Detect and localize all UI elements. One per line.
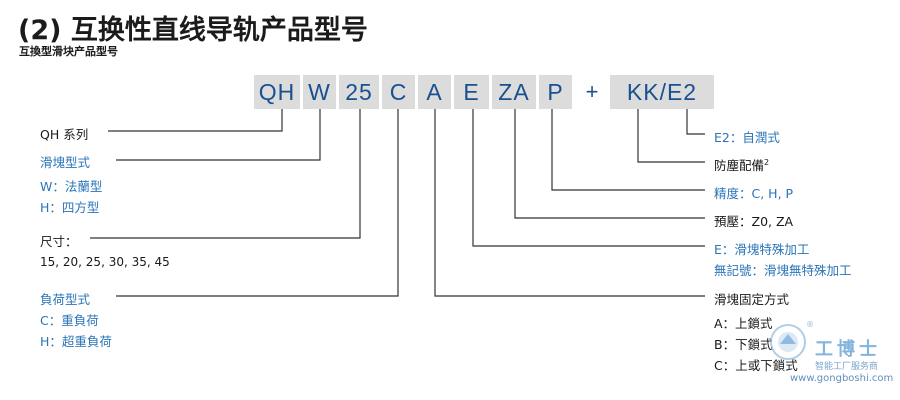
label-block-type-w: W：法蘭型: [40, 179, 103, 194]
label-block-type-h: H：四方型: [40, 200, 100, 215]
watermark-name: 工博士: [815, 339, 881, 360]
label-fixing-b: B：下鎖式: [714, 337, 773, 352]
line-load-type: [116, 109, 399, 297]
label-load-h: H：超重負荷: [40, 334, 112, 349]
line-series: [108, 109, 283, 132]
watermark-reg: ®: [806, 320, 814, 329]
label-e2: E2：自潤式: [714, 130, 780, 145]
label-e-special: E：滑塊特殊加工: [714, 242, 810, 257]
code-fixing: A: [418, 75, 451, 109]
label-block-type: 滑塊型式: [40, 155, 91, 170]
watermark-url: www.gongboshi.com: [790, 373, 894, 384]
line-precision: [551, 109, 705, 191]
label-dust-note: 2: [764, 157, 770, 167]
label-preload: 預壓：Z0, ZA: [714, 214, 794, 229]
label-load-c: C：重負荷: [40, 313, 99, 328]
code-load-type: C: [382, 75, 415, 109]
code-accessory: KK/E2: [610, 75, 714, 109]
code-size: 25: [339, 75, 379, 109]
label-fixing-c: C：上或下鎖式: [714, 358, 798, 373]
code-block-type: W: [303, 75, 336, 109]
label-fixing: 滑塊固定方式: [714, 292, 790, 307]
label-dust-text: 防塵配備: [714, 158, 765, 173]
code-special: E: [454, 75, 489, 109]
line-preload: [514, 109, 705, 219]
code-precision: P: [539, 75, 572, 109]
code-preload: ZA: [492, 75, 536, 109]
label-no-mark: 無記號：滑塊無特殊加工: [714, 263, 852, 278]
label-dust: 防塵配備2: [714, 155, 769, 174]
line-e2: [686, 109, 705, 135]
label-series: QH 系列: [40, 127, 89, 142]
line-fixing: [434, 109, 705, 297]
page-title: (2) 互换性直线导轨产品型号: [18, 15, 368, 46]
line-block-type: [116, 109, 321, 161]
code-plus: +: [585, 79, 599, 104]
watermark-tagline: 智能工厂服务商: [815, 362, 879, 372]
label-size-values: 15, 20, 25, 30, 35, 45: [40, 255, 170, 269]
label-precision: 精度：C, H, P: [714, 186, 794, 201]
page-subtitle: 互換型滑块产品型号: [19, 45, 118, 58]
gongboshi-logo-icon: [770, 324, 806, 360]
code-series: QH: [254, 75, 300, 109]
label-load-type: 負荷型式: [40, 292, 91, 307]
label-size: 尺寸：: [40, 234, 78, 249]
line-special: [472, 109, 705, 247]
line-dust: [637, 109, 705, 163]
line-size: [90, 109, 361, 239]
label-fixing-a: A：上鎖式: [714, 316, 773, 331]
